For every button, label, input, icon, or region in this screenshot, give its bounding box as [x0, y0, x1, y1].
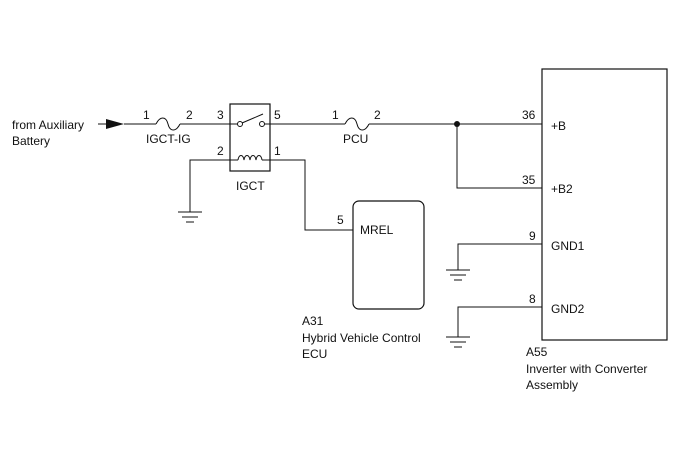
ground-gnd1-icon: [446, 269, 470, 281]
ecu-name-line1: Hybrid Vehicle Control: [302, 331, 421, 345]
relay-coil-icon: [230, 155, 270, 161]
fuse-pcu-icon: [344, 117, 370, 131]
ecu-code: A31: [302, 314, 324, 328]
inverter-pin-9: 9: [529, 229, 536, 243]
source-label-line1: from Auxiliary: [12, 118, 84, 132]
ecu-terminal-pin: 5: [337, 213, 344, 227]
ground-relay-icon: [178, 211, 202, 223]
wire-gnd2-to-ground: [457, 306, 542, 337]
inverter-box: [541, 68, 668, 341]
inverter-pin-35: 35: [522, 173, 536, 187]
source-label-line2: Battery: [12, 134, 50, 148]
inverter-label-b: +B: [551, 119, 566, 133]
wire-gnd1-to-ground: [457, 243, 542, 270]
wire-relay-to-ecu-mrel: [270, 159, 353, 231]
relay-pin-1: 1: [274, 144, 281, 158]
ground-gnd2-icon: [446, 336, 470, 348]
relay-igct-box: [229, 103, 271, 172]
inverter-pin-36: 36: [522, 108, 536, 122]
fuse-igct-ig-pin-in: 1: [143, 108, 150, 122]
inverter-label-gnd2: GND2: [551, 302, 585, 316]
relay-label: IGCT: [236, 179, 265, 193]
inverter-name-line1: Inverter with Converter: [526, 362, 647, 376]
relay-pin-3: 3: [217, 108, 224, 122]
inverter-label-b2: +B2: [551, 182, 573, 196]
wire-relay-to-ground: [189, 159, 230, 212]
fuse-igct-ig-label: IGCT-IG: [146, 132, 191, 146]
fuse-igct-ig-icon: [155, 117, 181, 131]
fuse-pcu-pin-in: 1: [332, 108, 339, 122]
fuse-igct-ig-pin-out: 2: [186, 108, 193, 122]
inverter-pin-8: 8: [529, 292, 536, 306]
fuse-pcu-label: PCU: [343, 132, 368, 146]
ecu-box: [352, 200, 425, 310]
fuse-pcu-pin-out: 2: [374, 108, 381, 122]
inverter-label-gnd1: GND1: [551, 239, 585, 253]
inverter-code: A55: [526, 345, 548, 359]
relay-switch-icon: [237, 113, 265, 127]
source-arrow-icon: [106, 119, 124, 129]
relay-pin-2: 2: [217, 144, 224, 158]
ecu-name-line2: ECU: [302, 347, 327, 361]
wire-junction-to-inverter-b2: [456, 124, 542, 189]
relay-pin-5: 5: [274, 108, 281, 122]
ecu-terminal-label: MREL: [360, 223, 394, 237]
inverter-name-line2: Assembly: [526, 378, 578, 392]
